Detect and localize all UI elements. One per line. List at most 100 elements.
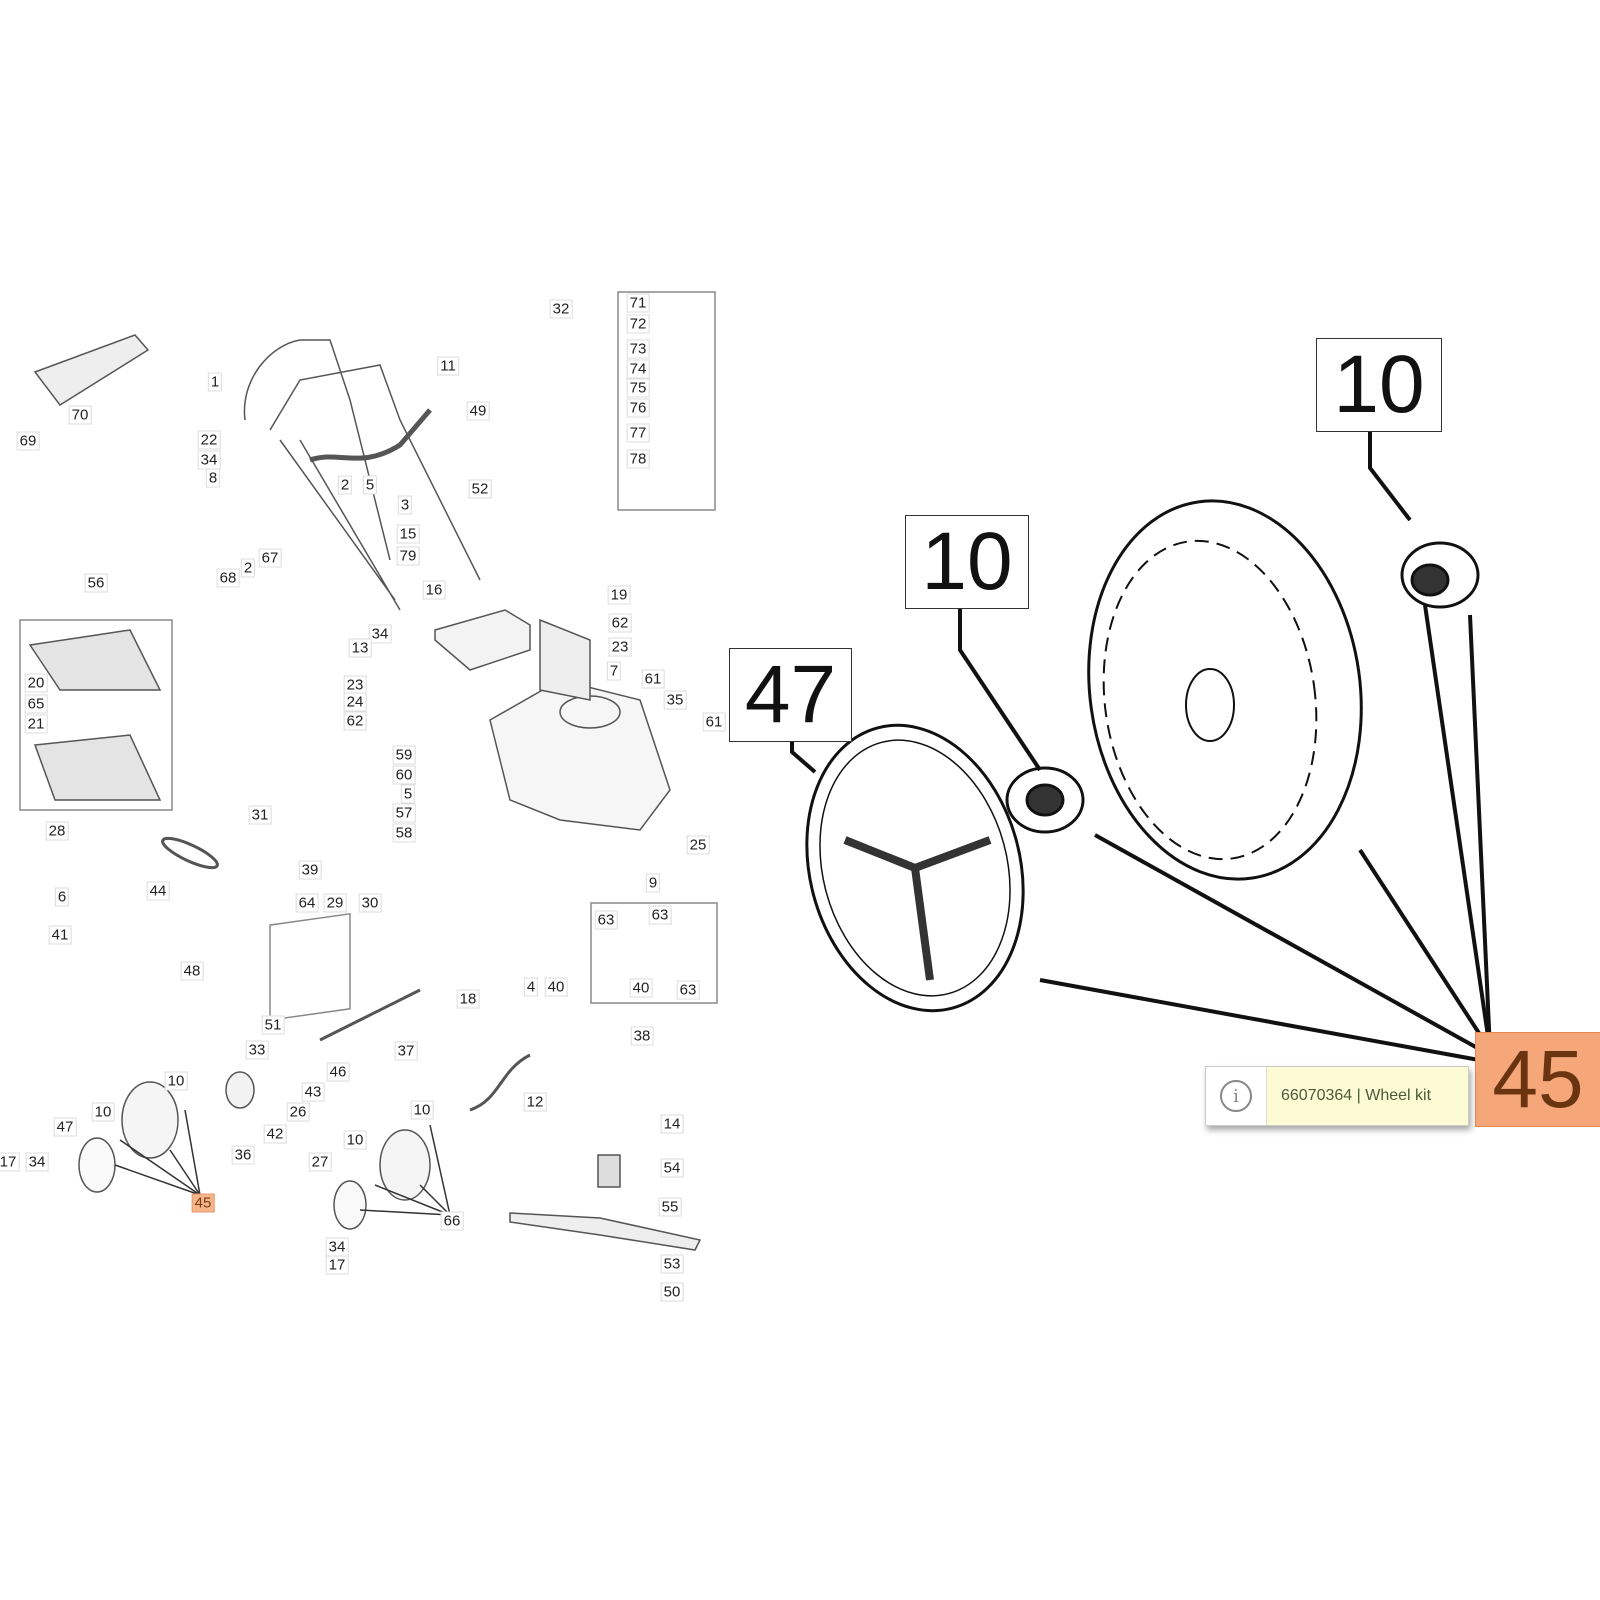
callout-21[interactable]: 21 [24, 714, 48, 734]
callout-72[interactable]: 72 [626, 314, 650, 334]
callout-62[interactable]: 62 [608, 613, 632, 633]
callout-63[interactable]: 63 [648, 905, 672, 925]
callout-39[interactable]: 39 [298, 860, 322, 880]
callout-19[interactable]: 19 [607, 585, 631, 605]
callout-71[interactable]: 71 [626, 293, 650, 313]
callout-61[interactable]: 61 [641, 669, 665, 689]
callout-8[interactable]: 8 [205, 468, 221, 488]
part-blade [509, 1212, 702, 1251]
callout-13[interactable]: 13 [348, 638, 372, 658]
callout-10[interactable]: 10 [410, 1100, 434, 1120]
callout-40[interactable]: 40 [629, 978, 653, 998]
callout-32[interactable]: 32 [549, 299, 573, 319]
callout-78[interactable]: 78 [626, 449, 650, 469]
callout-68[interactable]: 68 [216, 568, 240, 588]
callout-76[interactable]: 76 [626, 398, 650, 418]
callout-34[interactable]: 34 [25, 1152, 49, 1172]
callout-bushing-left[interactable]: 10 [905, 515, 1029, 609]
callout-10[interactable]: 10 [343, 1130, 367, 1150]
callout-77[interactable]: 77 [626, 423, 650, 443]
callout-34[interactable]: 34 [368, 624, 392, 644]
callout-9[interactable]: 9 [645, 873, 661, 893]
callout-16[interactable]: 16 [422, 580, 446, 600]
callout-50[interactable]: 50 [660, 1282, 684, 1302]
callout-2[interactable]: 2 [240, 558, 256, 578]
callout-37[interactable]: 37 [394, 1041, 418, 1061]
callout-58[interactable]: 58 [392, 823, 416, 843]
callout-51[interactable]: 51 [261, 1015, 285, 1035]
callout-22[interactable]: 22 [197, 430, 221, 450]
callout-17[interactable]: 17 [325, 1255, 349, 1275]
callout-20[interactable]: 20 [24, 673, 48, 693]
callout-23[interactable]: 23 [343, 675, 367, 695]
callout-57[interactable]: 57 [392, 803, 416, 823]
callout-41[interactable]: 41 [48, 925, 72, 945]
callout-66[interactable]: 66 [440, 1211, 464, 1231]
callout-47[interactable]: 47 [53, 1117, 77, 1137]
callout-63[interactable]: 63 [676, 980, 700, 1000]
callout-5[interactable]: 5 [362, 475, 378, 495]
callout-42[interactable]: 42 [263, 1124, 287, 1144]
callout-45[interactable]: 45 [191, 1193, 215, 1213]
callout-14[interactable]: 14 [660, 1114, 684, 1134]
callout-74[interactable]: 74 [626, 359, 650, 379]
callout-63[interactable]: 63 [594, 910, 618, 930]
callout-53[interactable]: 53 [660, 1254, 684, 1274]
callout-31[interactable]: 31 [248, 805, 272, 825]
callout-35[interactable]: 35 [663, 690, 687, 710]
callout-67[interactable]: 67 [258, 548, 282, 568]
callout-49[interactable]: 49 [466, 401, 490, 421]
callout-59[interactable]: 59 [392, 745, 416, 765]
callout-64[interactable]: 64 [295, 893, 319, 913]
callout-26[interactable]: 26 [286, 1102, 310, 1122]
callout-79[interactable]: 79 [396, 546, 420, 566]
callout-34[interactable]: 34 [197, 450, 221, 470]
callout-52[interactable]: 52 [468, 479, 492, 499]
callout-4[interactable]: 4 [523, 977, 539, 997]
callout-wheel-kit-highlighted[interactable]: 45 [1475, 1032, 1600, 1127]
callout-3[interactable]: 3 [397, 495, 413, 515]
callout-15[interactable]: 15 [396, 524, 420, 544]
callout-25[interactable]: 25 [686, 835, 710, 855]
callout-5[interactable]: 5 [400, 784, 416, 804]
callout-2[interactable]: 2 [337, 475, 353, 495]
callout-1[interactable]: 1 [207, 372, 223, 392]
callout-69[interactable]: 69 [16, 431, 40, 451]
callout-10[interactable]: 10 [164, 1071, 188, 1091]
callout-54[interactable]: 54 [660, 1158, 684, 1178]
callout-44[interactable]: 44 [146, 881, 170, 901]
callout-75[interactable]: 75 [626, 378, 650, 398]
callout-48[interactable]: 48 [180, 961, 204, 981]
callout-bushing-right[interactable]: 10 [1316, 338, 1442, 432]
callout-6[interactable]: 6 [54, 887, 70, 907]
callout-55[interactable]: 55 [658, 1197, 682, 1217]
callout-24[interactable]: 24 [343, 692, 367, 712]
callout-62[interactable]: 62 [343, 711, 367, 731]
callout-36[interactable]: 36 [231, 1145, 255, 1165]
callout-12[interactable]: 12 [523, 1092, 547, 1112]
callout-46[interactable]: 46 [326, 1062, 350, 1082]
callout-10[interactable]: 10 [91, 1102, 115, 1122]
callout-23[interactable]: 23 [608, 637, 632, 657]
callout-29[interactable]: 29 [323, 893, 347, 913]
callout-70[interactable]: 70 [68, 405, 92, 425]
callout-30[interactable]: 30 [358, 893, 382, 913]
callout-43[interactable]: 43 [301, 1082, 325, 1102]
callout-hubcap[interactable]: 47 [729, 648, 852, 742]
callout-60[interactable]: 60 [392, 765, 416, 785]
callout-33[interactable]: 33 [245, 1040, 269, 1060]
callout-38[interactable]: 38 [630, 1026, 654, 1046]
callout-7[interactable]: 7 [606, 661, 622, 681]
callout-40[interactable]: 40 [544, 977, 568, 997]
callout-11[interactable]: 11 [437, 356, 459, 376]
callout-56[interactable]: 56 [84, 573, 108, 593]
callout-61[interactable]: 61 [702, 712, 726, 732]
gearbox-box [269, 912, 351, 1021]
callout-18[interactable]: 18 [456, 989, 480, 1009]
callout-17[interactable]: 17 [0, 1152, 20, 1172]
callout-27[interactable]: 27 [308, 1152, 332, 1172]
callout-28[interactable]: 28 [45, 821, 69, 841]
callout-65[interactable]: 65 [24, 694, 48, 714]
callout-73[interactable]: 73 [626, 339, 650, 359]
callout-34[interactable]: 34 [325, 1237, 349, 1257]
